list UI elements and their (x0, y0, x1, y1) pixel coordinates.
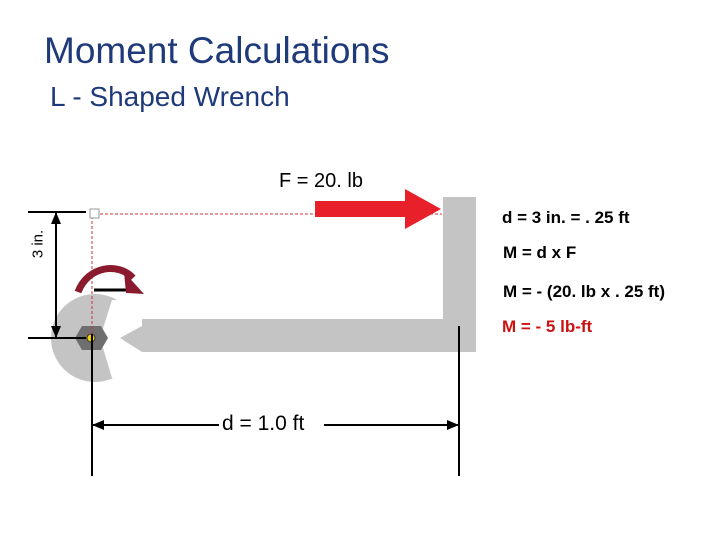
equation-result: M = - 5 lb-ft (502, 317, 593, 336)
equation-moment-formula: M = d x F (503, 243, 577, 262)
distance-label: d = 1.0 ft (222, 412, 305, 435)
equation-substitution: M = - (20. lb x . 25 ft) (503, 282, 666, 301)
reference-marker (89, 208, 100, 219)
clockwise-arrow-icon (74, 265, 144, 294)
wrench-shaft (125, 319, 476, 352)
horizontal-dimension (91, 326, 460, 476)
equation-distance: d = 3 in. = . 25 ft (502, 208, 630, 227)
right-arrow-icon (315, 189, 441, 229)
force-label: F = 20. lb (279, 170, 363, 192)
page-subtitle: L - Shaped Wrench (50, 81, 290, 112)
page-title: Moment Calculations (44, 30, 390, 71)
vertical-dimension (28, 211, 86, 339)
side-dimension-label: 3 in. (29, 229, 47, 259)
